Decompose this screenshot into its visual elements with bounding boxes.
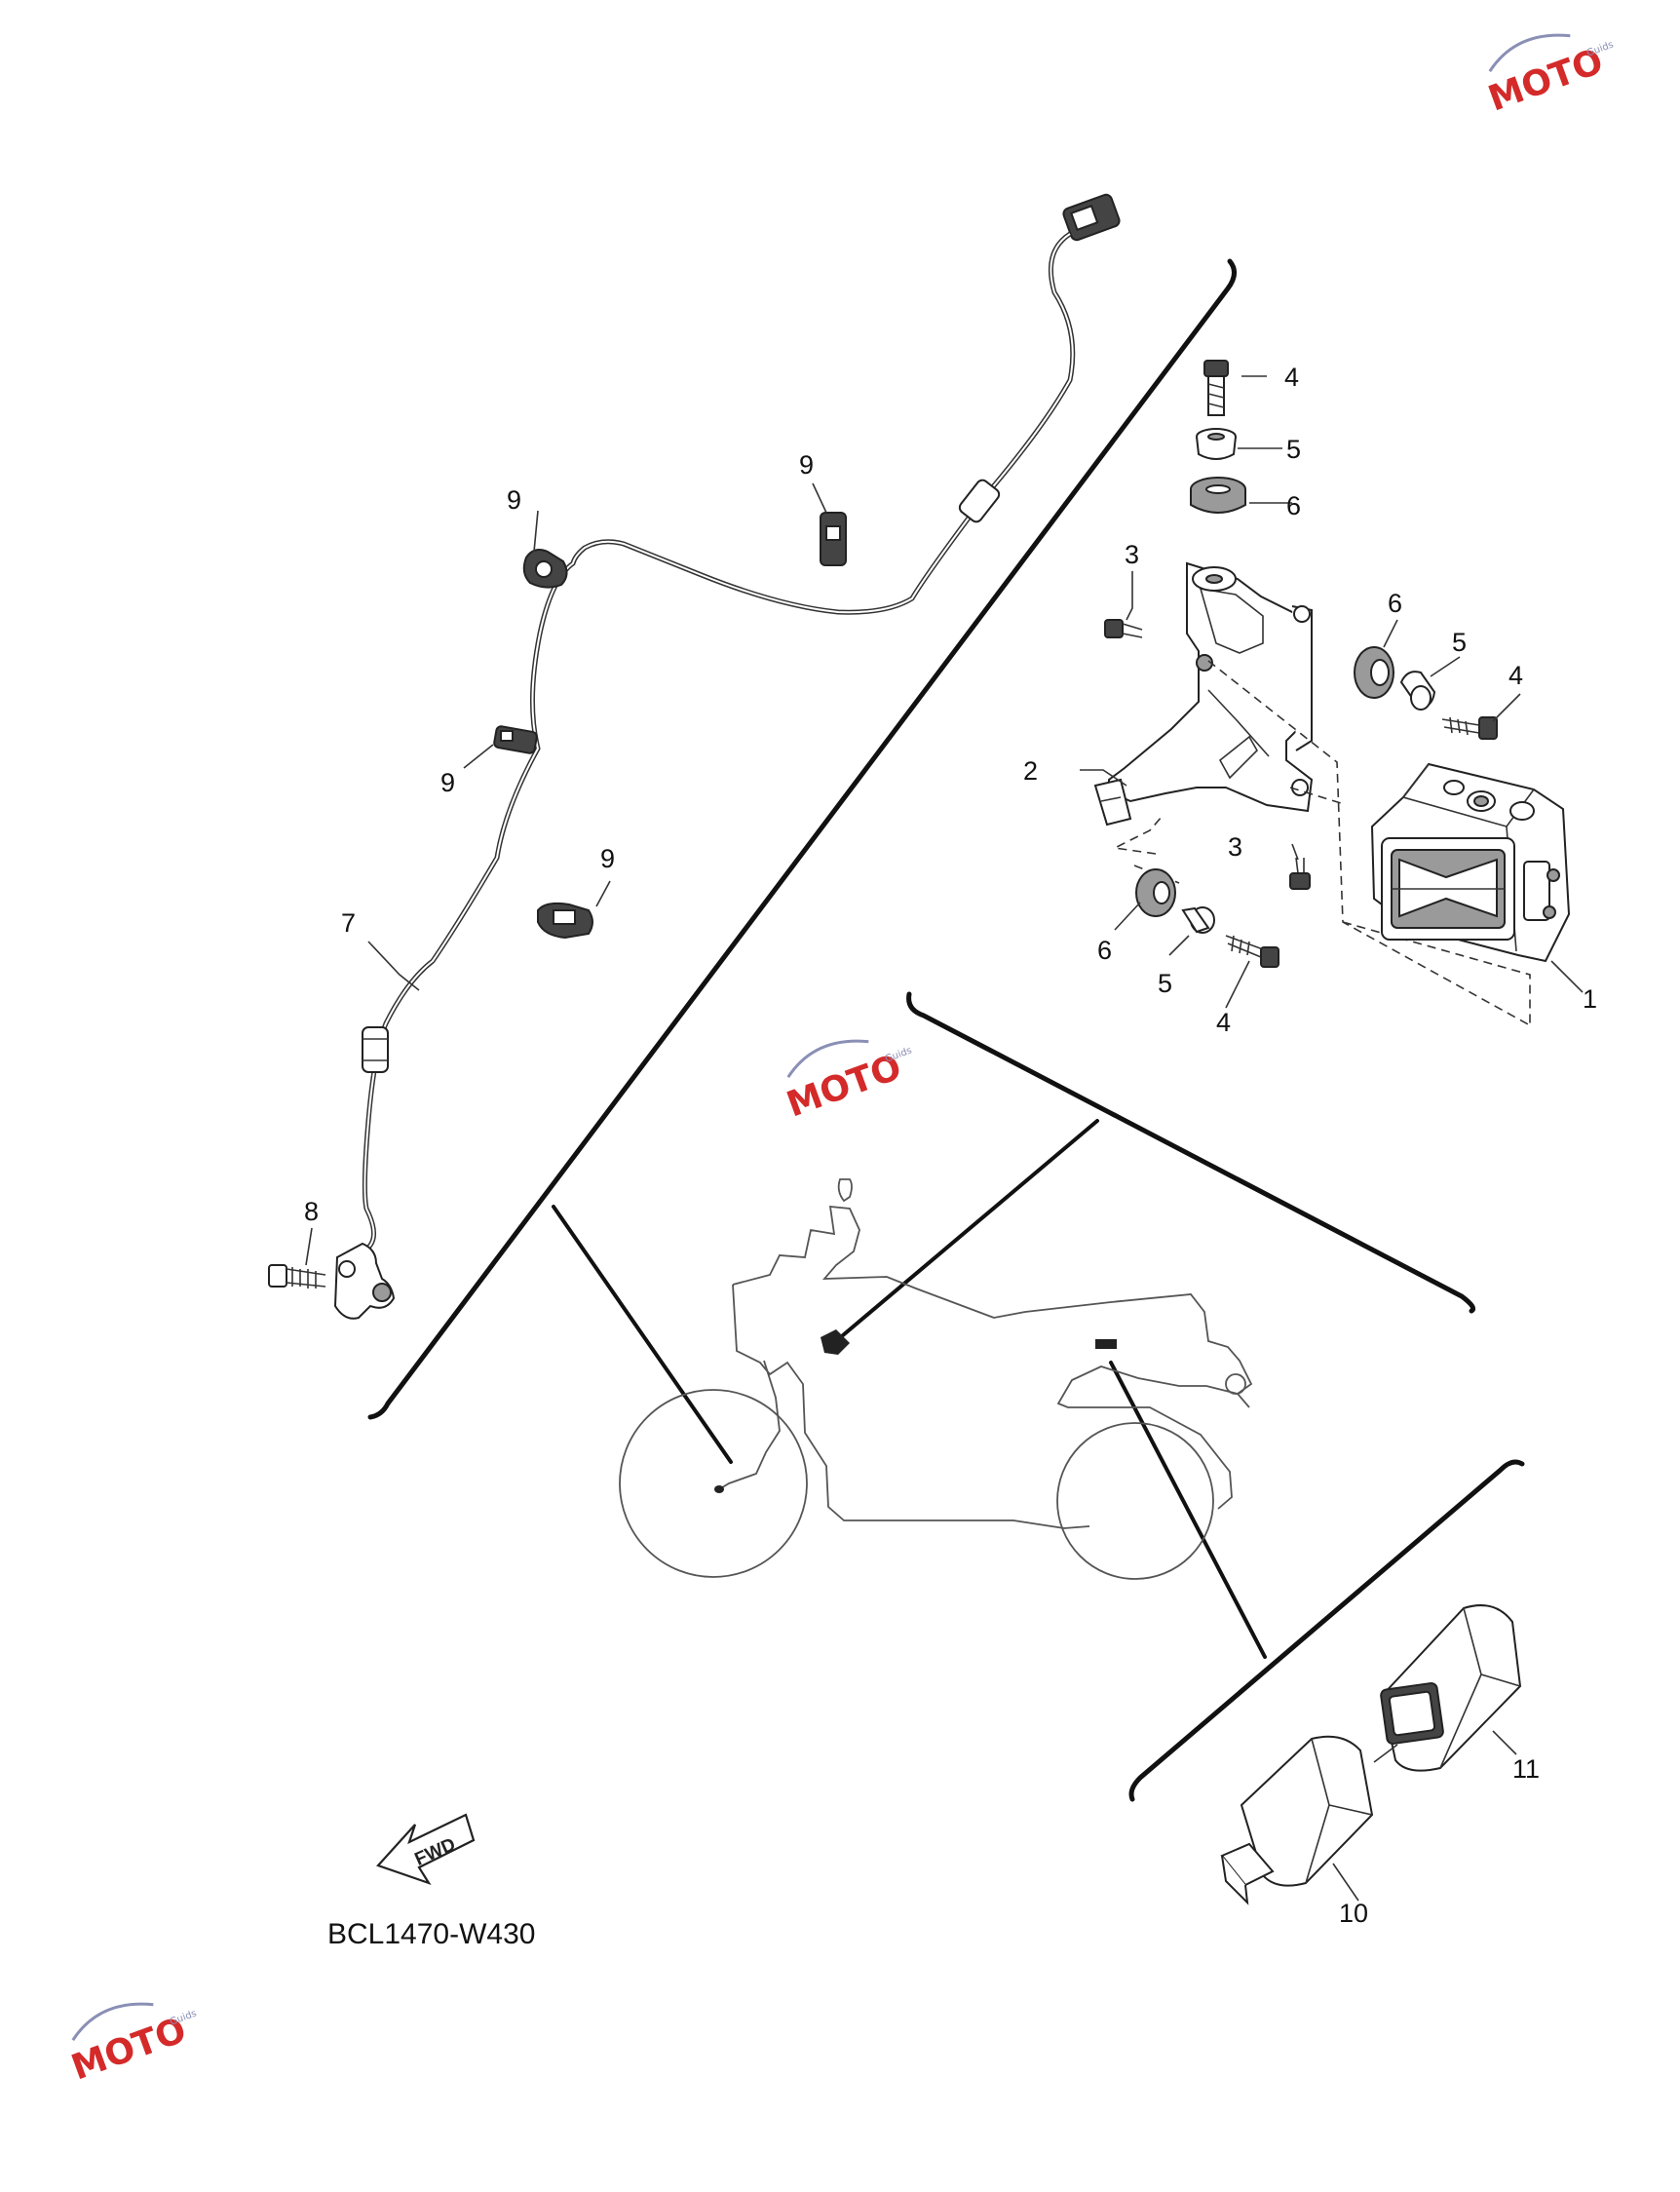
- side-collar-right: [1399, 671, 1436, 711]
- abs-bracket: [1093, 561, 1314, 827]
- bracket-bolt-upper: [1104, 619, 1143, 638]
- callout-7: 7: [341, 908, 356, 938]
- abs-unit-section-frame: [906, 991, 1476, 1314]
- callout-4-top: 4: [1284, 363, 1299, 392]
- relay-11: [1380, 1604, 1522, 1772]
- side-bolt-right: [1441, 716, 1498, 740]
- abs-hydraulic-unit: [1370, 762, 1571, 963]
- lead-clamp-upper-right: [820, 512, 847, 566]
- callout-6-lower: 6: [1097, 936, 1112, 965]
- side-damper-left: [1135, 868, 1176, 917]
- abs-mount-routing: [1112, 660, 1531, 1026]
- watermark-bottom-left: MOTO Guids: [66, 2002, 198, 2089]
- watermark-top-right: MOTO Guids: [1483, 33, 1615, 120]
- callout-11: 11: [1512, 1754, 1540, 1784]
- top-damper: [1190, 477, 1246, 514]
- sensor-bolt: [268, 1264, 326, 1288]
- callout-9-lower: 9: [600, 844, 615, 873]
- callout-5-top: 5: [1286, 435, 1301, 464]
- callout-9-upper-left: 9: [507, 485, 521, 515]
- motorcycle-outline: [619, 1178, 1253, 1580]
- bracket-bolt-lower: [1289, 857, 1311, 890]
- side-damper-right: [1354, 646, 1394, 699]
- callout-4-lower: 4: [1216, 1008, 1231, 1037]
- callout-6-right: 6: [1388, 589, 1402, 618]
- callout-2: 2: [1023, 756, 1038, 786]
- lead-clamp-upper-left: [522, 549, 568, 589]
- relay-section-frame: [1128, 1459, 1525, 1802]
- location-leader-lines: [552, 1119, 1267, 1659]
- sensor-connector: [1062, 193, 1121, 242]
- callout-5-right: 5: [1452, 628, 1467, 657]
- watermark-center: MOTO Guids: [782, 1039, 913, 1126]
- callout-3-upper: 3: [1125, 540, 1139, 569]
- callout-6-top: 6: [1286, 491, 1301, 520]
- top-collar: [1196, 428, 1237, 460]
- callout-numbers: 1 2 3 3 4 4 4 5 5 5 6 6 6 7 8 9 9 9 9 10…: [304, 363, 1597, 1928]
- side-bolt-left: [1225, 935, 1279, 968]
- callout-9-upper-right: 9: [799, 450, 814, 480]
- callout-5-lower: 5: [1158, 969, 1172, 998]
- callout-leaders: [305, 375, 1584, 1902]
- wheel-sensor-lead: [268, 193, 1121, 1320]
- lead-clamp-middle: [493, 725, 538, 754]
- callout-1: 1: [1583, 984, 1597, 1014]
- callout-4-right: 4: [1508, 661, 1523, 690]
- callout-9-middle: 9: [440, 768, 455, 797]
- relay-connector-line: [1373, 1744, 1398, 1763]
- lead-clamp-lower: [537, 902, 593, 940]
- callout-10: 10: [1339, 1899, 1368, 1928]
- callout-3-lower: 3: [1228, 832, 1242, 862]
- sensor-section-frame: [367, 258, 1237, 1420]
- drawing-code: BCL1470-W430: [327, 1918, 535, 1950]
- top-bolt: [1203, 360, 1229, 416]
- side-collar-left: [1181, 906, 1215, 934]
- relay-10: [1220, 1735, 1374, 1905]
- callout-8: 8: [304, 1197, 319, 1226]
- wheel-sensor: [333, 1242, 396, 1320]
- fwd-arrow: FWD: [376, 1813, 476, 1886]
